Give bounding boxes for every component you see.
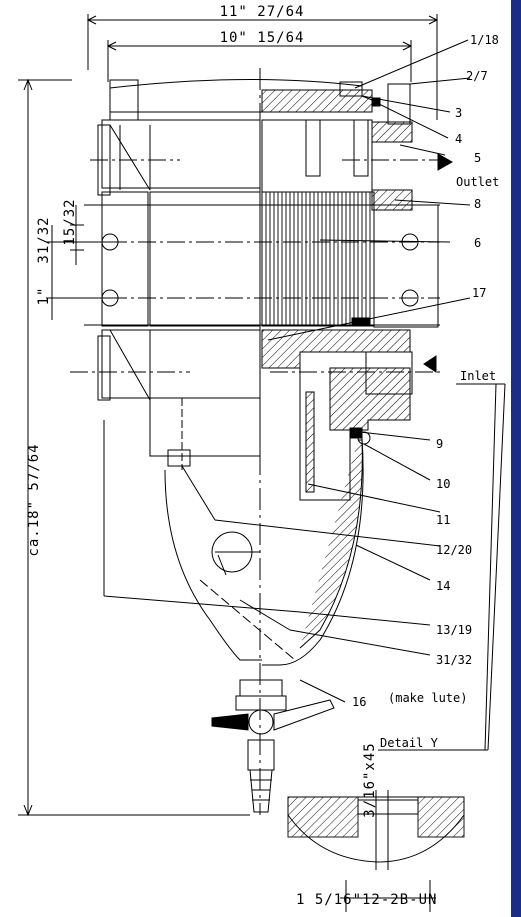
chamfer-dim: 3/16"x45 (362, 742, 378, 817)
one-inch-dim: 1" (36, 287, 52, 306)
part-label-1-18: 1/18 (470, 33, 499, 47)
part-label-31-32: 31/32 (436, 653, 472, 667)
part-label-6: 6 (474, 236, 481, 250)
part-label-5: 5 (474, 151, 481, 165)
detail-y-label: Detail Y (380, 736, 439, 750)
part-label-14: 14 (436, 579, 450, 593)
part-label-11: 11 (436, 513, 450, 527)
part-label-10: 10 (436, 477, 450, 491)
gap-a-dim: 31/32 (36, 216, 52, 263)
part-label-13-19: 13/19 (436, 623, 472, 637)
part-label-12-20: 12/20 (436, 543, 472, 557)
part-label-2-7: 2/7 (466, 69, 488, 83)
part-label-16: 16 (352, 695, 366, 709)
height-dim: ca.18" 57/64 (26, 443, 42, 556)
part-label-8: 8 (474, 197, 481, 211)
inlet-label: Inlet (460, 369, 496, 383)
inner-width-dim: 10" 15/64 (220, 30, 305, 46)
page-border (511, 0, 521, 917)
part-label-3: 3 (455, 106, 462, 120)
part-label-9: 9 (436, 437, 443, 451)
gap-b-dim: 15/32 (62, 198, 78, 245)
overall-width-dim: 11" 27/64 (220, 4, 305, 20)
outlet-label: Outlet (456, 175, 499, 189)
part-label-17: 17 (472, 286, 486, 300)
make-lute-note: (make lute) (388, 691, 467, 705)
thread-spec: 1 5/16"12-2B-UN (296, 892, 437, 908)
part-label-4: 4 (455, 132, 462, 146)
